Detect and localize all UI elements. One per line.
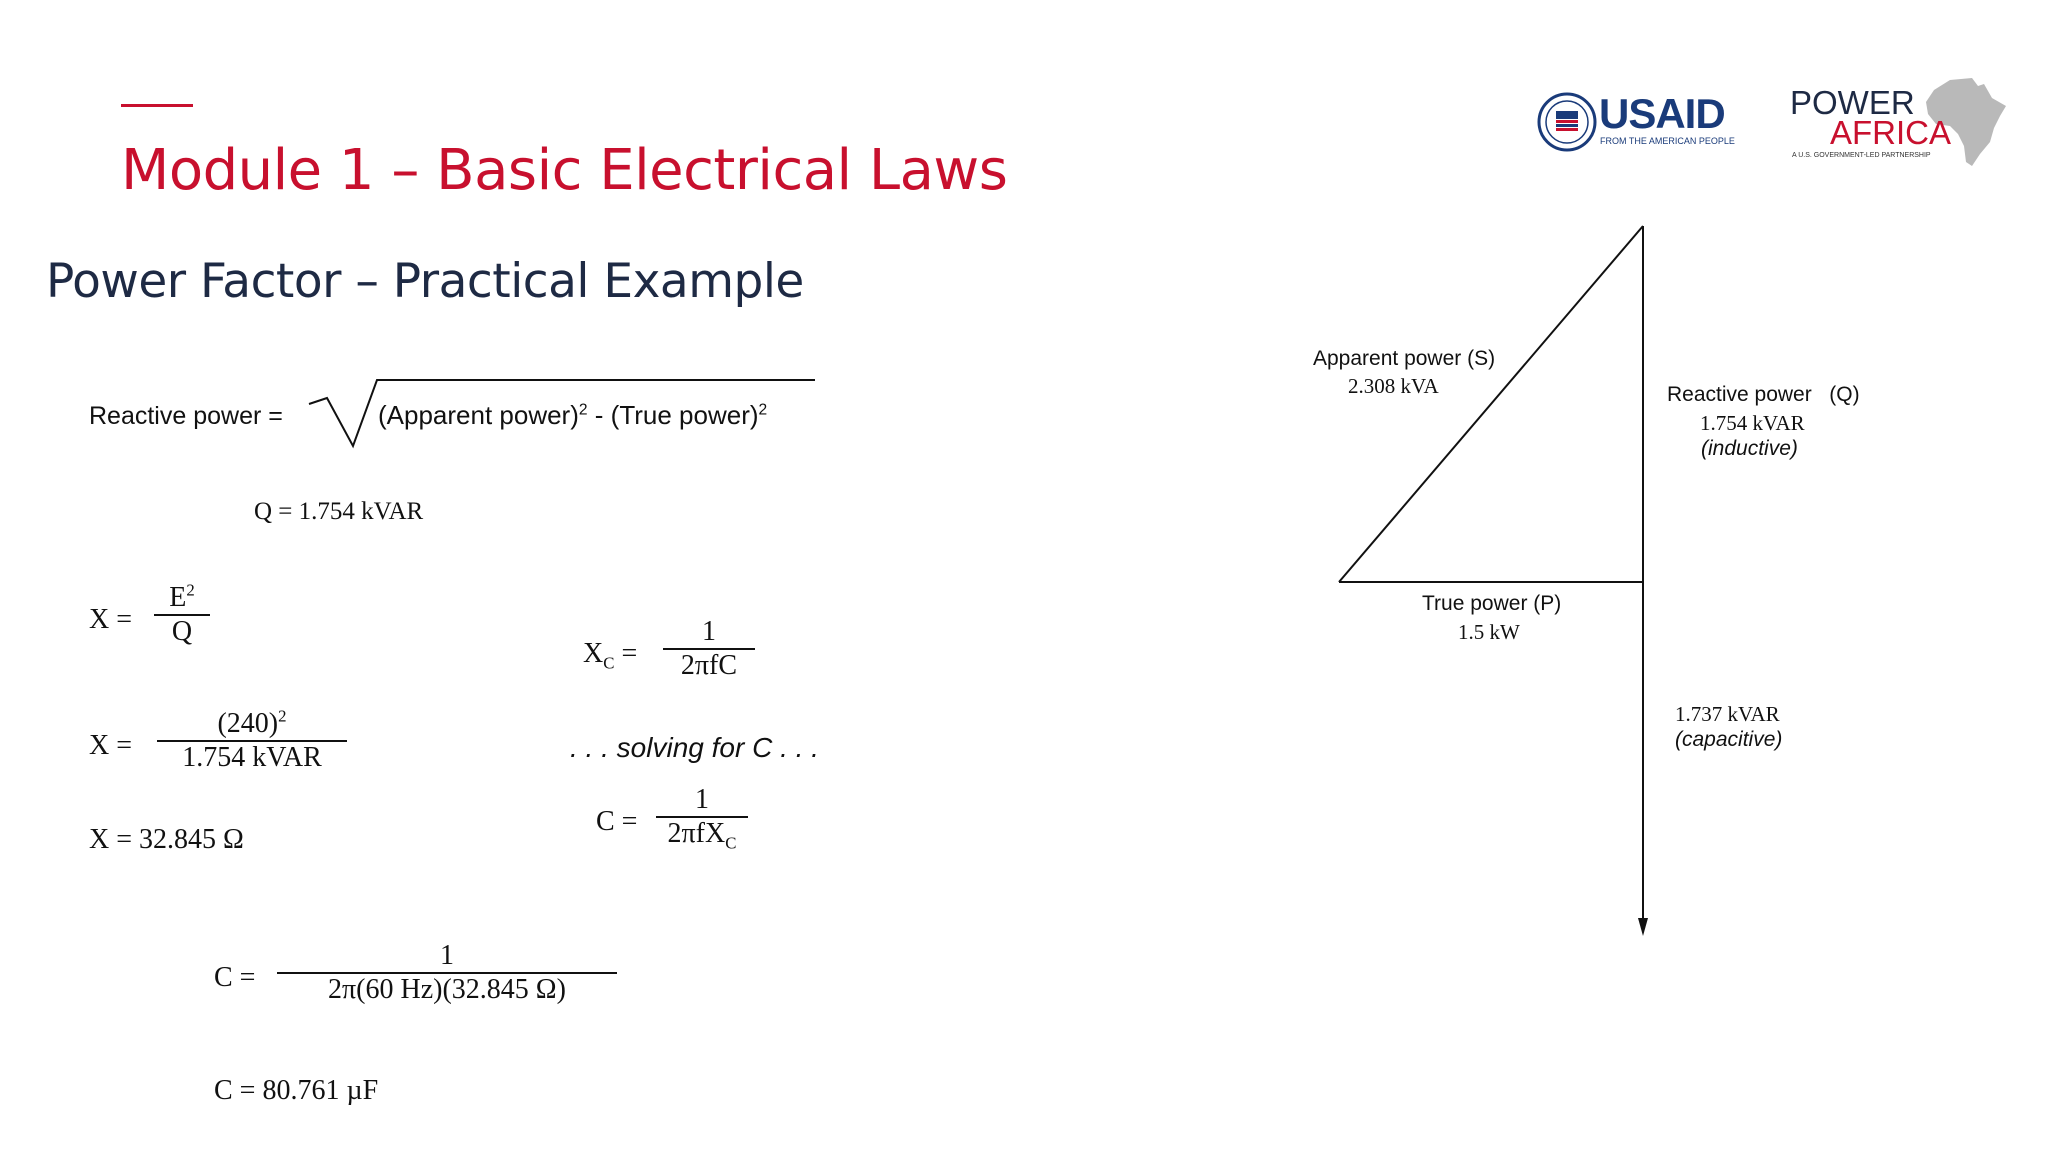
radicand-true-exponent: 2	[758, 401, 768, 419]
usaid-wordmark: USAID	[1599, 90, 1726, 137]
capacitive-type: (capacitive)	[1675, 728, 1783, 751]
c-fraction-1-denominator: 2πfXC	[667, 818, 737, 853]
q-result: Q = 1.754 kVAR	[254, 498, 424, 525]
xc-fraction-denominator: 2πfC	[680, 650, 738, 681]
module-title: Module 1 – Basic Electrical Laws	[121, 138, 1008, 203]
x-equals-1: X =	[89, 604, 133, 635]
fraction-bar	[157, 740, 347, 742]
c-fraction-2-denominator: 2π(60 Hz)(32.845 Ω)	[328, 974, 566, 1005]
power-africa-logo: POWER AFRICA A U.S. GOVERNMENT-LED PARTN…	[1790, 76, 2020, 170]
fraction-bar	[277, 972, 617, 974]
slide-subtitle: Power Factor – Practical Example	[46, 254, 804, 309]
usaid-tagline: FROM THE AMERICAN PEOPLE	[1600, 136, 1735, 146]
x-fraction-2-numerator: (240)2	[217, 706, 287, 739]
xc-fraction-numerator: 1	[702, 616, 716, 647]
x-fraction-1: E2 Q	[154, 582, 210, 648]
c-fraction-2-numerator: 1	[440, 940, 454, 971]
usaid-logo: USAID FROM THE AMERICAN PEOPLE	[1537, 92, 1742, 152]
radicand-true: - (True power)	[587, 400, 759, 430]
radicand-apparent: (Apparent power)	[378, 400, 579, 430]
true-power-value: 1.5 kW	[1458, 620, 1520, 644]
c-result: C = 80.761 µF	[214, 1075, 379, 1106]
arrow-down-icon	[1638, 918, 1648, 936]
x-equals-2: X =	[89, 730, 133, 761]
reactive-power-diagram-label: Reactive power (Q)	[1667, 383, 1860, 406]
c-fraction-1-numerator: 1	[695, 784, 709, 815]
africa-wordmark: AFRICA	[1830, 114, 1952, 151]
x-fraction-2: (240)2 1.754 kVAR	[157, 708, 347, 774]
xc-fraction: 1 2πfC	[663, 616, 755, 682]
reactive-power-type: (inductive)	[1701, 437, 1798, 460]
radical-sign	[308, 379, 815, 449]
c-fraction-1: 1 2πfXC	[656, 784, 748, 853]
power-wordmark: POWER	[1790, 84, 1915, 121]
c-equals-1: C =	[596, 806, 638, 837]
reactive-power-value: 1.754 kVAR	[1700, 411, 1805, 435]
true-power-label: True power (P)	[1422, 592, 1562, 615]
power-africa-tagline: A U.S. GOVERNMENT-LED PARTNERSHIP	[1792, 152, 1931, 159]
c-equals-2: C =	[214, 962, 256, 993]
x-result: X = 32.845 Ω	[89, 824, 244, 855]
radicand: (Apparent power)2 - (True power)2	[378, 400, 767, 431]
x-fraction-1-numerator: E2	[169, 580, 195, 613]
x-fraction-2-denominator: 1.754 kVAR	[182, 742, 322, 773]
solving-for-c: . . . solving for C . . .	[570, 732, 819, 763]
title-accent-line	[121, 104, 193, 107]
apparent-power-label: Apparent power (S)	[1313, 347, 1496, 370]
apparent-power-line	[1338, 225, 1644, 583]
africa-map-icon	[1926, 78, 2006, 166]
capacitive-value: 1.737 kVAR	[1675, 702, 1780, 726]
fraction-bar	[656, 816, 748, 818]
fraction-bar	[663, 648, 755, 650]
apparent-power-value: 2.308 kVA	[1348, 374, 1439, 398]
fraction-bar	[154, 614, 210, 616]
x-fraction-1-denominator: Q	[171, 616, 193, 647]
xc-equation-lhs: XC =	[583, 638, 638, 673]
reactive-power-label: Reactive power =	[89, 402, 283, 430]
radicand-apparent-exponent: 2	[578, 401, 588, 419]
c-fraction-2: 1 2π(60 Hz)(32.845 Ω)	[277, 940, 617, 1006]
usaid-seal-icon	[1537, 92, 1597, 152]
